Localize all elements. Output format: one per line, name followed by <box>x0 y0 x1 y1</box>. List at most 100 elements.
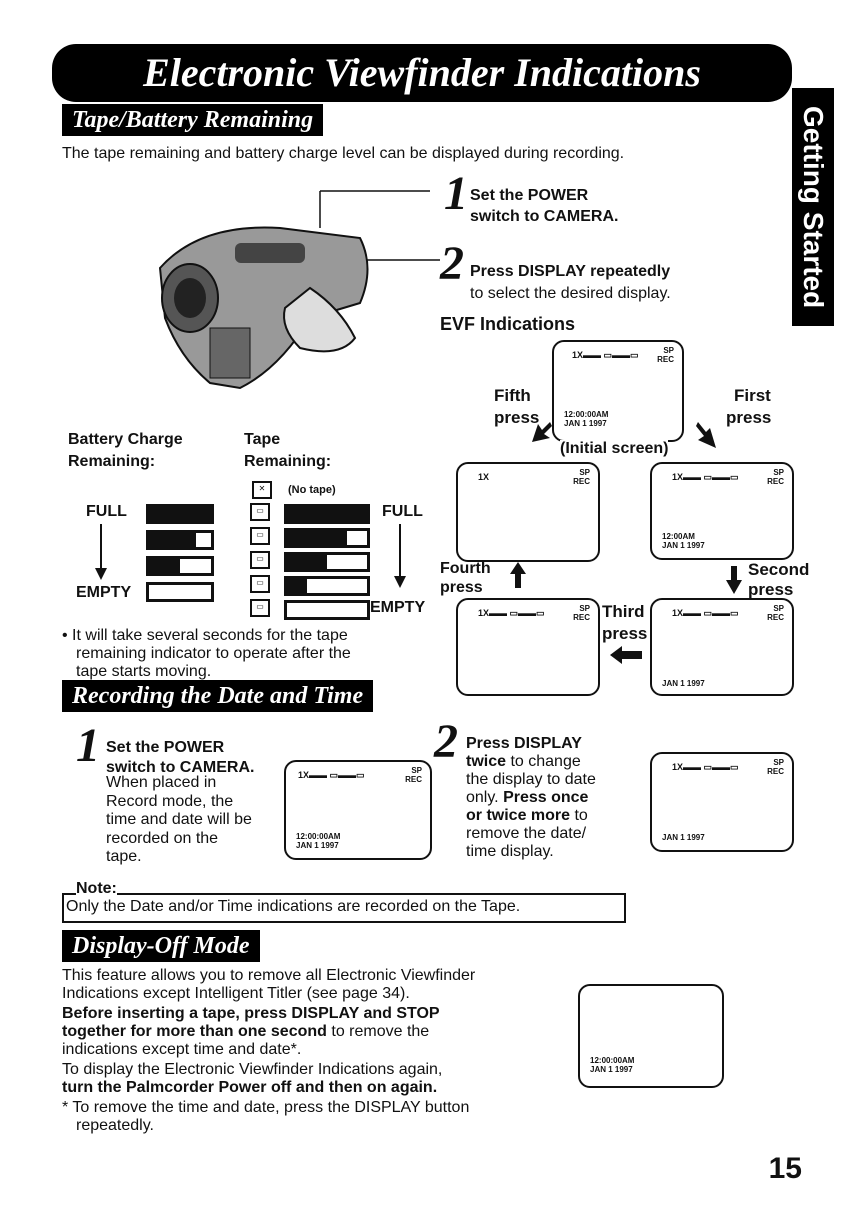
cassette-icon: ▭ <box>250 551 270 569</box>
step2-bold: Press DISPLAY repeatedly <box>470 263 671 280</box>
do-p2-line3: indications except time and date*. <box>62 1041 302 1058</box>
intro-text: The tape remaining and battery charge le… <box>62 145 625 162</box>
do-p1-line2: Indications except Intelligent Titler (s… <box>62 985 410 1002</box>
dt-step2-line3-text: only. <box>466 789 504 806</box>
dt-step1-line: Record mode, the <box>106 792 234 810</box>
screen-zoom: 1X <box>478 472 490 482</box>
cassette-icon: ▭ <box>250 527 270 545</box>
no-tape-icon: ✕ <box>252 481 272 499</box>
battery-down-arrow-icon <box>95 524 107 580</box>
label-third: Third <box>602 602 645 621</box>
arrow-second-icon <box>726 566 742 594</box>
screen-rec: REC <box>767 477 784 486</box>
screen-time: 12:00:00AM <box>296 832 341 841</box>
battery-level-icon <box>146 504 214 524</box>
screen-time: 12:00:00AM <box>590 1056 635 1065</box>
arrow-third-icon <box>610 646 642 664</box>
screen-rec: REC <box>405 775 422 784</box>
tape-level-icon <box>284 528 370 548</box>
dt-step2-bold: Press DISPLAY <box>466 735 582 752</box>
battery-level-icon <box>146 582 214 602</box>
dt-step2-line2: the display to date <box>466 771 596 788</box>
screen-sp: SP <box>579 468 590 477</box>
note-box <box>62 893 626 923</box>
do-p4-line1: * To remove the time and date, press the… <box>62 1099 470 1116</box>
screen-zoom-battery-tape: 1X▬▬ ▭▬▬▭ <box>672 762 739 772</box>
screen-sp: SP <box>773 758 784 767</box>
screen-rec: REC <box>573 477 590 486</box>
screen-sp: SP <box>663 346 674 355</box>
screen-date: JAN 1 1997 <box>662 833 705 842</box>
battery-label-1: Battery Charge <box>68 431 183 448</box>
tape-label-1: Tape <box>244 431 281 448</box>
dt-step2-line1-text: to change <box>506 753 581 770</box>
do-p2-line1: Before inserting a tape, press DISPLAY a… <box>62 1005 440 1022</box>
note-label: Note: <box>76 880 117 898</box>
do-p3-line1: To display the Electronic Viewfinder Ind… <box>62 1061 443 1078</box>
step1-line2: switch to CAMERA. <box>470 208 619 225</box>
screen-time: 12:00AM <box>662 532 695 541</box>
screen-rec: REC <box>767 767 784 776</box>
arrow-fifth-icon <box>532 422 552 442</box>
screen-zoom-battery-tape: 1X▬▬ ▭▬▬▭ <box>572 350 639 360</box>
step-number-2: 2 <box>440 237 464 290</box>
label-initial-screen: (Initial screen) <box>560 440 669 458</box>
bullet-line-2: remaining indicator to operate after the <box>76 645 351 662</box>
screen-sp: SP <box>411 766 422 775</box>
screen-sp: SP <box>773 604 784 613</box>
dt-step2-twice-more: or twice more <box>466 807 571 824</box>
screen-rec: REC <box>573 613 590 622</box>
screen-rec: REC <box>657 355 674 364</box>
dt-step1-line: tape. <box>106 848 142 865</box>
label-fourth-press: press <box>440 579 483 596</box>
do-p1-line1: This feature allows you to remove all El… <box>62 967 476 984</box>
step1-line1: Set the POWER <box>470 187 589 204</box>
screen-zoom-battery-tape: 1X▬▬ ▭▬▬▭ <box>672 472 739 482</box>
cassette-icon: ▭ <box>250 503 270 521</box>
bullet-line-1: • It will take several seconds for the t… <box>62 627 348 644</box>
dt-step2-line4: or twice more to <box>466 806 588 825</box>
cassette-icon: ▭ <box>250 599 270 617</box>
do-p4-line2: repeatedly. <box>76 1117 154 1134</box>
tape-level-icon <box>284 552 370 572</box>
arrow-first-icon <box>696 422 716 448</box>
label-fifth-press: press <box>494 408 540 427</box>
screen-sp: SP <box>579 604 590 613</box>
dt-step1-line: time and date will be <box>106 811 252 828</box>
tape-full-label: FULL <box>382 503 423 520</box>
dt-step2-line3: only. Press once <box>466 788 588 807</box>
label-second-press: press <box>748 580 794 599</box>
dt-step2-press-once: Press once <box>503 789 589 806</box>
section-heading-tape-battery: Tape/Battery Remaining <box>62 104 324 136</box>
label-first: First <box>734 386 771 405</box>
battery-full-label: FULL <box>86 503 127 520</box>
tape-label-2: Remaining: <box>244 453 332 470</box>
dt-step2-twice: twice <box>466 753 507 770</box>
no-tape-label: (No tape) <box>288 484 336 496</box>
page-number: 15 <box>768 1152 802 1185</box>
tape-down-arrow-icon <box>394 524 406 588</box>
label-first-press: press <box>726 408 772 427</box>
dt-step1-bold-1: Set the POWER <box>106 739 225 756</box>
tape-empty-label: EMPTY <box>370 599 426 616</box>
screen-rec: REC <box>767 613 784 622</box>
tape-level-icon <box>284 504 370 524</box>
tape-level-icon <box>284 576 370 596</box>
note-text: Only the Date and/or Time indications ar… <box>66 898 521 915</box>
step-number-1: 1 <box>444 167 468 220</box>
dt-step1-line: recorded on the <box>106 829 219 847</box>
screen-date: JAN 1 1997 <box>564 419 607 428</box>
screen-zoom-battery-tape: 1X▬▬ ▭▬▬▭ <box>672 608 739 618</box>
cassette-icon: ▭ <box>250 575 270 593</box>
dt-step1-line: When placed in <box>106 774 217 791</box>
do-p2-line2-text: to remove the <box>326 1023 430 1040</box>
do-p2-line2: together for more than one second to rem… <box>62 1022 429 1041</box>
